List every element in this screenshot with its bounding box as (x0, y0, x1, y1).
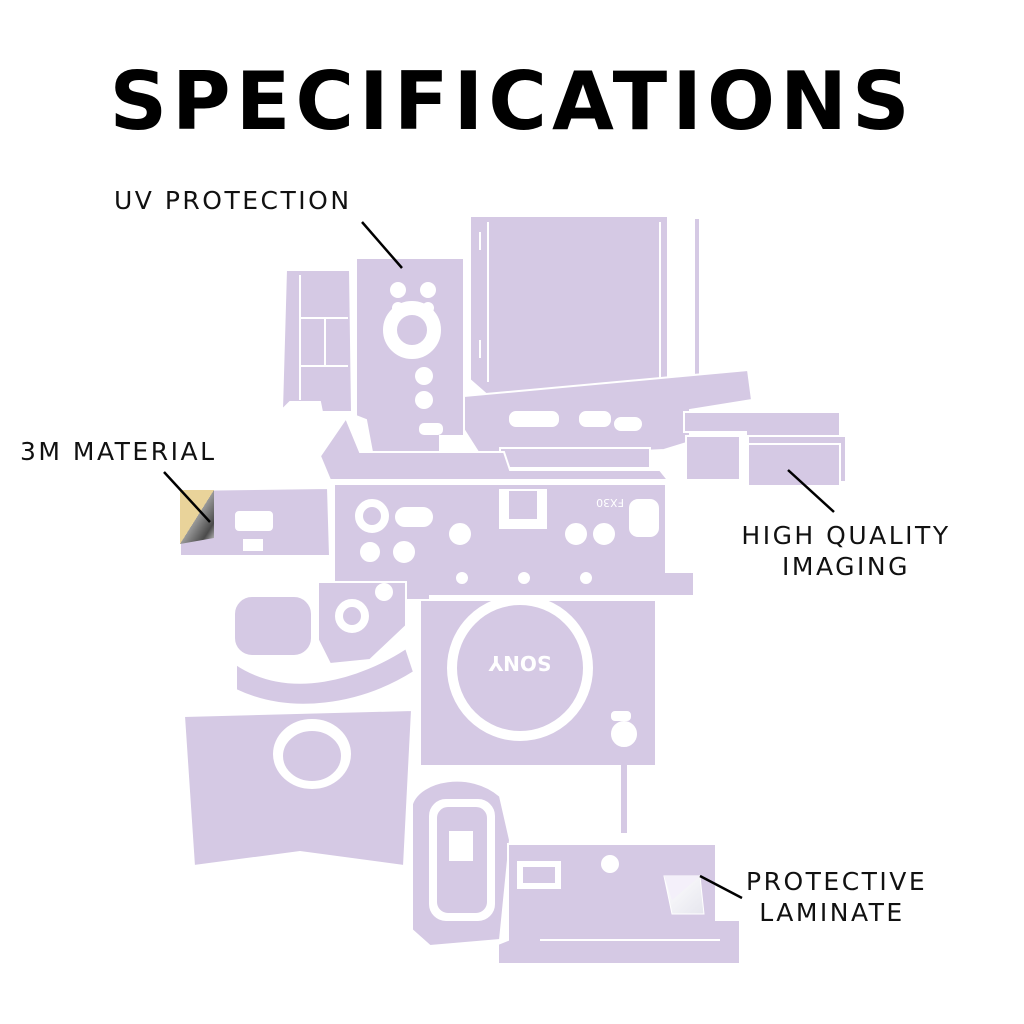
callout-laminate-line-2: LAMINATE (759, 898, 905, 927)
material-swatch-icon (180, 490, 214, 544)
leader-line-3m (163, 471, 211, 523)
callout-imaging-line-2: IMAGING (782, 552, 910, 581)
decal-piece-left-panel (179, 486, 332, 557)
leader-line-laminate (699, 874, 743, 900)
page-title: SPECIFICATIONS (109, 55, 915, 148)
callout-3m-material: 3M MATERIAL (20, 437, 217, 466)
callout-imaging-line-1: HIGH QUALITY (741, 521, 951, 550)
decal-brand-mark: SONY (488, 651, 551, 675)
decal-piece-mid-bar (318, 415, 671, 481)
decal-piece-left-strap (280, 269, 354, 413)
laminate-peel-icon (663, 875, 705, 915)
decal-piece-top-plate (463, 368, 754, 469)
decal-piece-curved-strap (235, 646, 416, 706)
callout-protective-laminate: PROTECTIVE LAMINATE (746, 866, 928, 928)
callout-high-quality-imaging: HIGH QUALITY IMAGING (736, 520, 956, 582)
decal-piece-bottom-wrap (182, 708, 414, 868)
leader-line-uv (361, 221, 403, 269)
decal-piece-grip (233, 581, 407, 666)
decal-piece-front-mount (419, 595, 657, 835)
leader-line-imaging (787, 469, 835, 513)
callout-uv-protection: UV PROTECTION (114, 186, 352, 215)
decal-piece-battery-door (411, 779, 512, 948)
decal-model-mark: FX30 (596, 496, 624, 509)
decal-piece-bottom-plate (497, 843, 741, 965)
decal-piece-flip-screen (469, 215, 701, 395)
decal-piece-right-small (683, 411, 847, 487)
decal-piece-dial-column (355, 257, 465, 453)
callout-laminate-line-1: PROTECTIVE (746, 867, 928, 896)
decal-piece-main-body (333, 483, 695, 601)
